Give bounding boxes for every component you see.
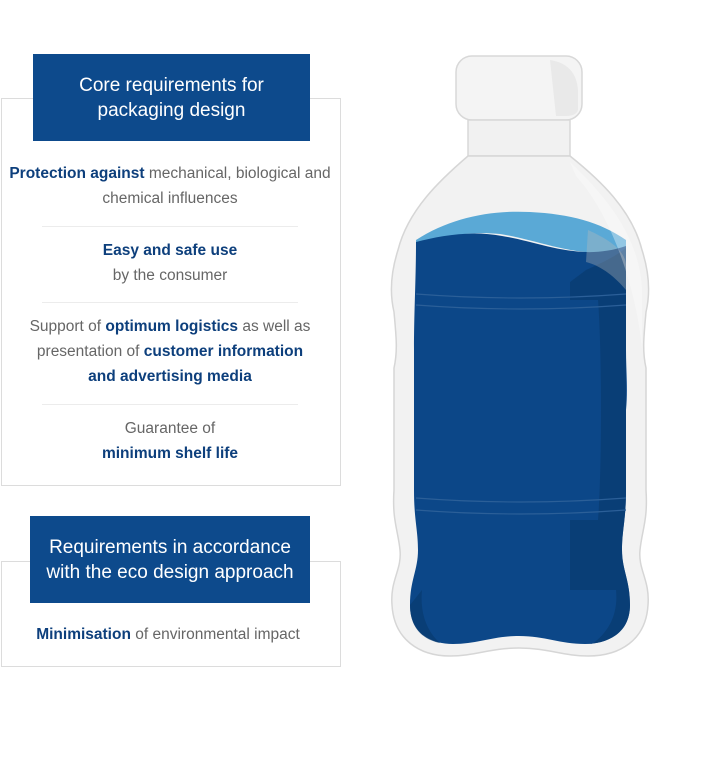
requirement-logistics-bold2: customer information and advertising med… — [88, 343, 304, 385]
requirement-shelf-life-pre: Guarantee of — [124, 420, 216, 437]
divider — [42, 226, 298, 227]
water-surface — [416, 211, 626, 253]
requirement-minimisation: Minimisation of environmental impact — [0, 622, 336, 647]
core-requirements-panel — [1, 98, 341, 486]
requirement-minimisation-text: of environmental impact — [130, 626, 300, 643]
requirement-minimisation-bold: Minimisation — [36, 626, 131, 643]
requirement-shelf-life-bold: minimum shelf life — [101, 445, 239, 462]
requirement-easy-use-bold: Easy and safe use — [102, 242, 238, 259]
requirement-shelf-life: Guarantee of minimum shelf life — [0, 416, 340, 466]
core-requirements-title-text: Core requirements for packaging design — [79, 74, 264, 121]
requirement-easy-use-text: by the consumer — [112, 267, 228, 284]
requirement-logistics-pre: Support of — [29, 318, 106, 335]
requirement-protection-bold: Protection against — [9, 165, 145, 182]
requirement-logistics: Support of optimum logistics as well as … — [22, 314, 318, 389]
core-requirements-title: Core requirements for packaging design — [33, 54, 310, 141]
requirement-protection-text: mechanical, biological and chemical infl… — [102, 165, 331, 207]
divider — [42, 302, 298, 303]
bottle-neck — [467, 119, 571, 157]
eco-design-title: Requirements in accordance with the eco … — [30, 516, 310, 603]
requirement-easy-use: Easy and safe use by the consumer — [0, 238, 340, 288]
requirement-logistics-bold1: optimum logistics — [105, 318, 239, 335]
requirement-logistics-mid: as well as presentation of — [36, 318, 311, 360]
divider — [42, 404, 298, 405]
requirement-protection: Protection against mechanical, biologica… — [0, 161, 340, 211]
eco-design-title-text: Requirements in accordance with the eco … — [46, 536, 294, 583]
water-bottle-icon — [390, 55, 650, 657]
